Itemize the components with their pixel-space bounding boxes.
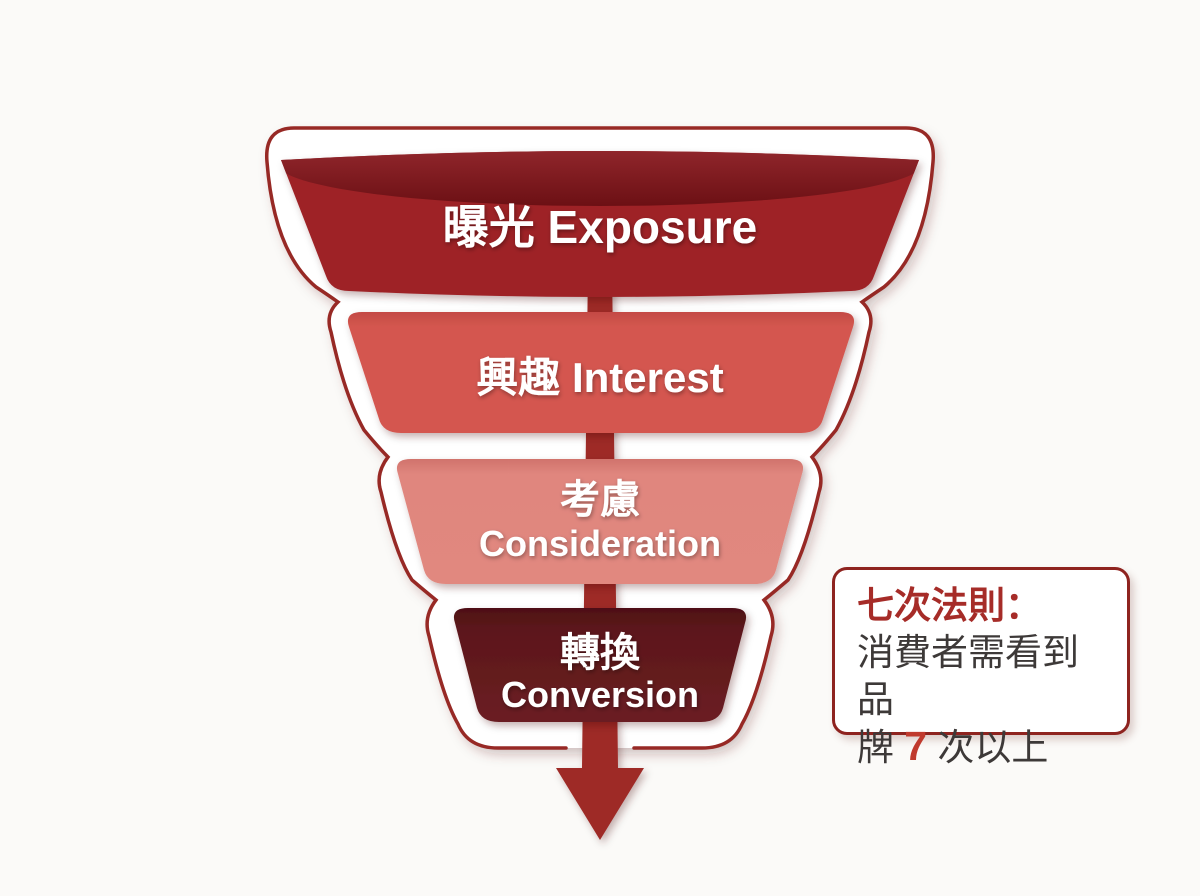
callout-seven-number: 7 xyxy=(904,723,928,769)
funnel-stage-interest: 興趣 Interest xyxy=(347,312,855,433)
callout-line2-suffix: 次以上 xyxy=(927,727,1049,768)
stage-interest-shape xyxy=(347,312,855,433)
stage-interest-label: 興趣 Interest xyxy=(476,354,723,401)
stage-conversion-shape xyxy=(453,608,747,722)
funnel-stage-conversion: 轉換 Conversion xyxy=(453,608,747,722)
callout-line2-prefix: 牌 xyxy=(857,727,905,768)
funnel-outline xyxy=(265,126,935,750)
stage-consideration-label-zh: 考慮 xyxy=(560,478,640,522)
callout-body-line1: 消費者需看到品 xyxy=(857,632,1079,720)
callout-title: 七次法則： xyxy=(857,585,1042,626)
funnel-stage-consideration: 考慮 Consideration xyxy=(396,459,804,584)
callout-body-line2: 牌 7 次以上 xyxy=(857,723,1107,771)
funnel-stage-exposure: 曝光 Exposure xyxy=(281,151,919,297)
stage-exposure-rim xyxy=(281,151,919,206)
stage-consideration-shape xyxy=(396,459,804,584)
stage-conversion-label-en: Conversion xyxy=(501,674,699,715)
stage-conversion-label-zh: 轉換 xyxy=(560,631,641,675)
stage-consideration-label-en: Consideration xyxy=(479,523,721,564)
stage-exposure-label: 曝光 Exposure xyxy=(443,201,757,253)
rule-of-seven-callout: 七次法則： 消費者需看到品 牌 7 次以上 xyxy=(832,567,1130,769)
